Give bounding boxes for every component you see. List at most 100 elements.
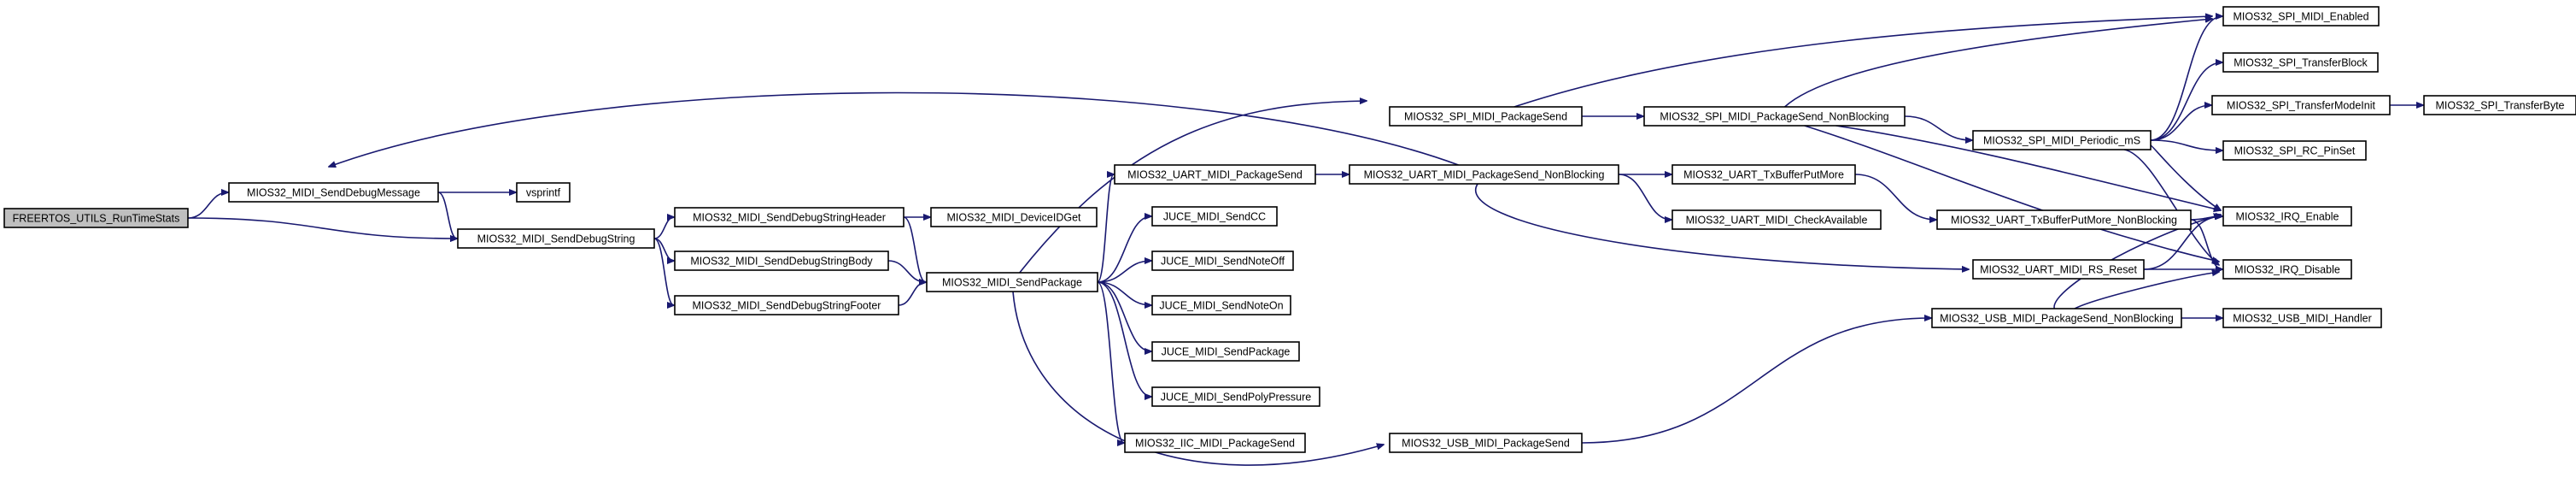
node-label: MIOS32_USB_MIDI_PackageSend_NonBlocking <box>1940 313 2174 325</box>
node-box <box>3 208 189 228</box>
node-box <box>228 182 439 203</box>
node-box <box>1151 206 1278 227</box>
node-label: MIOS32_MIDI_SendDebugStringHeader <box>693 212 886 224</box>
node-box <box>516 182 571 203</box>
edge-strheader-to-sendpackage <box>903 216 926 282</box>
node-label: MIOS32_IRQ_Disable <box>2234 264 2340 276</box>
node-box <box>1389 433 1583 453</box>
node-uartnb[interactable]: MIOS32_UART_MIDI_PackageSend_NonBlocking <box>1349 164 1619 185</box>
node-jucenoteoff[interactable]: JUCE_MIDI_SendNoteOff <box>1151 250 1294 271</box>
node-box <box>2222 308 2382 328</box>
node-label: MIOS32_SPI_MIDI_PackageSend_NonBlocking <box>1660 111 1888 123</box>
node-box <box>1124 433 1306 453</box>
node-box <box>2222 52 2379 73</box>
node-spitransfermodeinit[interactable]: MIOS32_SPI_TransferModeInit <box>2211 95 2391 115</box>
node-box <box>926 272 1098 292</box>
node-box <box>1151 250 1294 271</box>
node-box <box>1349 164 1619 185</box>
node-deviceidget[interactable]: MIOS32_MIDI_DeviceIDGet <box>930 207 1098 227</box>
edge-spinb-to-spiperiodic <box>1904 115 1972 140</box>
node-box <box>457 228 655 249</box>
node-sendpackage[interactable]: MIOS32_MIDI_SendPackage <box>926 272 1098 292</box>
node-label: MIOS32_USB_MIDI_PackageSend <box>1402 438 1570 450</box>
node-box <box>1151 386 1320 407</box>
edge-uartnb-to-uartcheck <box>1618 174 1671 220</box>
node-jucenoteon[interactable]: JUCE_MIDI_SendNoteOn <box>1151 295 1291 315</box>
edge-usbnb-to-irqdisable <box>2074 272 2219 309</box>
node-label: MIOS32_MIDI_SendDebugString <box>477 233 635 245</box>
edge-sendpackage-to-jucenoteoff <box>1097 261 1151 283</box>
node-label: JUCE_MIDI_SendNoteOff <box>1161 256 1285 268</box>
node-box <box>1671 164 1856 185</box>
node-box <box>2423 95 2576 115</box>
node-senddebugstring[interactable]: MIOS32_MIDI_SendDebugString <box>457 228 655 249</box>
node-strfooter[interactable]: MIOS32_MIDI_SendDebugStringFooter <box>674 295 899 315</box>
node-usbpkgsend[interactable]: MIOS32_USB_MIDI_PackageSend <box>1389 433 1583 453</box>
node-uartcheck[interactable]: MIOS32_UART_MIDI_CheckAvailable <box>1671 209 1882 230</box>
node-box <box>1389 106 1583 127</box>
edge-uartnb-to-senddebugmessage <box>329 91 1459 167</box>
node-box <box>674 250 889 271</box>
node-label: MIOS32_UART_TxBufferPutMore_NonBlocking <box>1951 215 2177 227</box>
edge-freertos-to-senddebugmessage <box>187 192 228 219</box>
edge-uartrsreset-to-irqenable <box>2143 216 2222 270</box>
edge-sendpackage-to-jucepoly <box>1097 281 1151 397</box>
node-label: MIOS32_SPI_RC_PinSet <box>2234 145 2356 157</box>
node-spircpinset[interactable]: MIOS32_SPI_RC_PinSet <box>2222 140 2367 161</box>
node-box <box>1671 209 1882 230</box>
edge-spinb-to-spienabled <box>1784 19 2212 108</box>
node-label: MIOS32_SPI_MIDI_Enabled <box>2233 11 2368 23</box>
node-spinb[interactable]: MIOS32_SPI_MIDI_PackageSend_NonBlocking <box>1643 106 1906 127</box>
edge-spiperiodic-to-spitransferblock <box>2150 62 2222 141</box>
node-spipkgsend[interactable]: MIOS32_SPI_MIDI_PackageSend <box>1389 106 1583 127</box>
edge-sendpackage-to-jucecc <box>1097 216 1151 283</box>
node-box <box>1151 295 1291 315</box>
node-box <box>1936 209 2192 230</box>
node-label: MIOS32_MIDI_DeviceIDGet <box>947 212 1082 224</box>
edge-senddebugstring-to-strheader <box>653 217 674 239</box>
node-box <box>1972 259 2145 280</box>
node-spitransferblock[interactable]: MIOS32_SPI_TransferBlock <box>2222 52 2379 73</box>
node-jucecc[interactable]: JUCE_MIDI_SendCC <box>1151 206 1278 227</box>
node-uartpkgsend[interactable]: MIOS32_UART_MIDI_PackageSend <box>1114 164 1316 185</box>
node-jucepoly[interactable]: JUCE_MIDI_SendPolyPressure <box>1151 386 1320 407</box>
node-label: MIOS32_UART_MIDI_RS_Reset <box>1980 264 2137 276</box>
node-vsprintf[interactable]: vsprintf <box>516 182 571 203</box>
node-uartrsreset[interactable]: MIOS32_UART_MIDI_RS_Reset <box>1972 259 2145 280</box>
node-irqenable[interactable]: MIOS32_IRQ_Enable <box>2222 206 2352 227</box>
node-label: MIOS32_MIDI_SendPackage <box>942 277 1082 289</box>
node-senddebugmessage[interactable]: MIOS32_MIDI_SendDebugMessage <box>228 182 439 203</box>
edge-spinb-to-irqdisable <box>1804 125 2219 262</box>
node-box <box>674 295 899 315</box>
node-spitransferbyte[interactable]: MIOS32_SPI_TransferByte <box>2423 95 2576 115</box>
node-label: JUCE_MIDI_SendCC <box>1163 211 1266 223</box>
edge-sendpackage-to-jucenoteon <box>1097 281 1151 305</box>
node-uarttxputmore[interactable]: MIOS32_UART_TxBufferPutMore <box>1671 164 1856 185</box>
node-spienabled[interactable]: MIOS32_SPI_MIDI_Enabled <box>2222 6 2380 27</box>
node-label: MIOS32_SPI_MIDI_PackageSend <box>1404 111 1567 123</box>
node-spiperiodic[interactable]: MIOS32_SPI_MIDI_Periodic_mS <box>1972 130 2152 150</box>
node-strbody[interactable]: MIOS32_MIDI_SendDebugStringBody <box>674 250 889 271</box>
node-box <box>1972 130 2152 150</box>
node-box <box>2211 95 2391 115</box>
node-irqdisable[interactable]: MIOS32_IRQ_Disable <box>2222 259 2352 280</box>
node-strheader[interactable]: MIOS32_MIDI_SendDebugStringHeader <box>674 207 905 227</box>
edge-strfooter-to-sendpackage <box>898 282 926 306</box>
node-usbhandler[interactable]: MIOS32_USB_MIDI_Handler <box>2222 308 2382 328</box>
node-label: MIOS32_USB_MIDI_Handler <box>2233 313 2372 325</box>
node-label: MIOS32_IIC_MIDI_PackageSend <box>1135 438 1295 450</box>
node-uarttxnb[interactable]: MIOS32_UART_TxBufferPutMore_NonBlocking <box>1936 209 2192 230</box>
node-label: MIOS32_UART_MIDI_PackageSend_NonBlocking <box>1364 169 1605 181</box>
node-usbnb[interactable]: MIOS32_USB_MIDI_PackageSend_NonBlocking <box>1931 308 2182 328</box>
node-label: vsprintf <box>526 187 561 199</box>
node-freertos[interactable]: FREERTOS_UTILS_RunTimeStats <box>3 208 189 228</box>
node-box <box>2222 259 2352 280</box>
node-iicpkg[interactable]: MIOS32_IIC_MIDI_PackageSend <box>1124 433 1306 453</box>
node-jucepkg[interactable]: JUCE_MIDI_SendPackage <box>1151 341 1300 362</box>
node-label: MIOS32_SPI_TransferModeInit <box>2227 100 2375 112</box>
node-label: JUCE_MIDI_SendPolyPressure <box>1161 392 1312 404</box>
edge-spiperiodic-to-irqdisable <box>2123 149 2219 265</box>
node-box <box>1114 164 1316 185</box>
edge-spiperiodic-to-spitransfermodeinit <box>2150 105 2211 141</box>
